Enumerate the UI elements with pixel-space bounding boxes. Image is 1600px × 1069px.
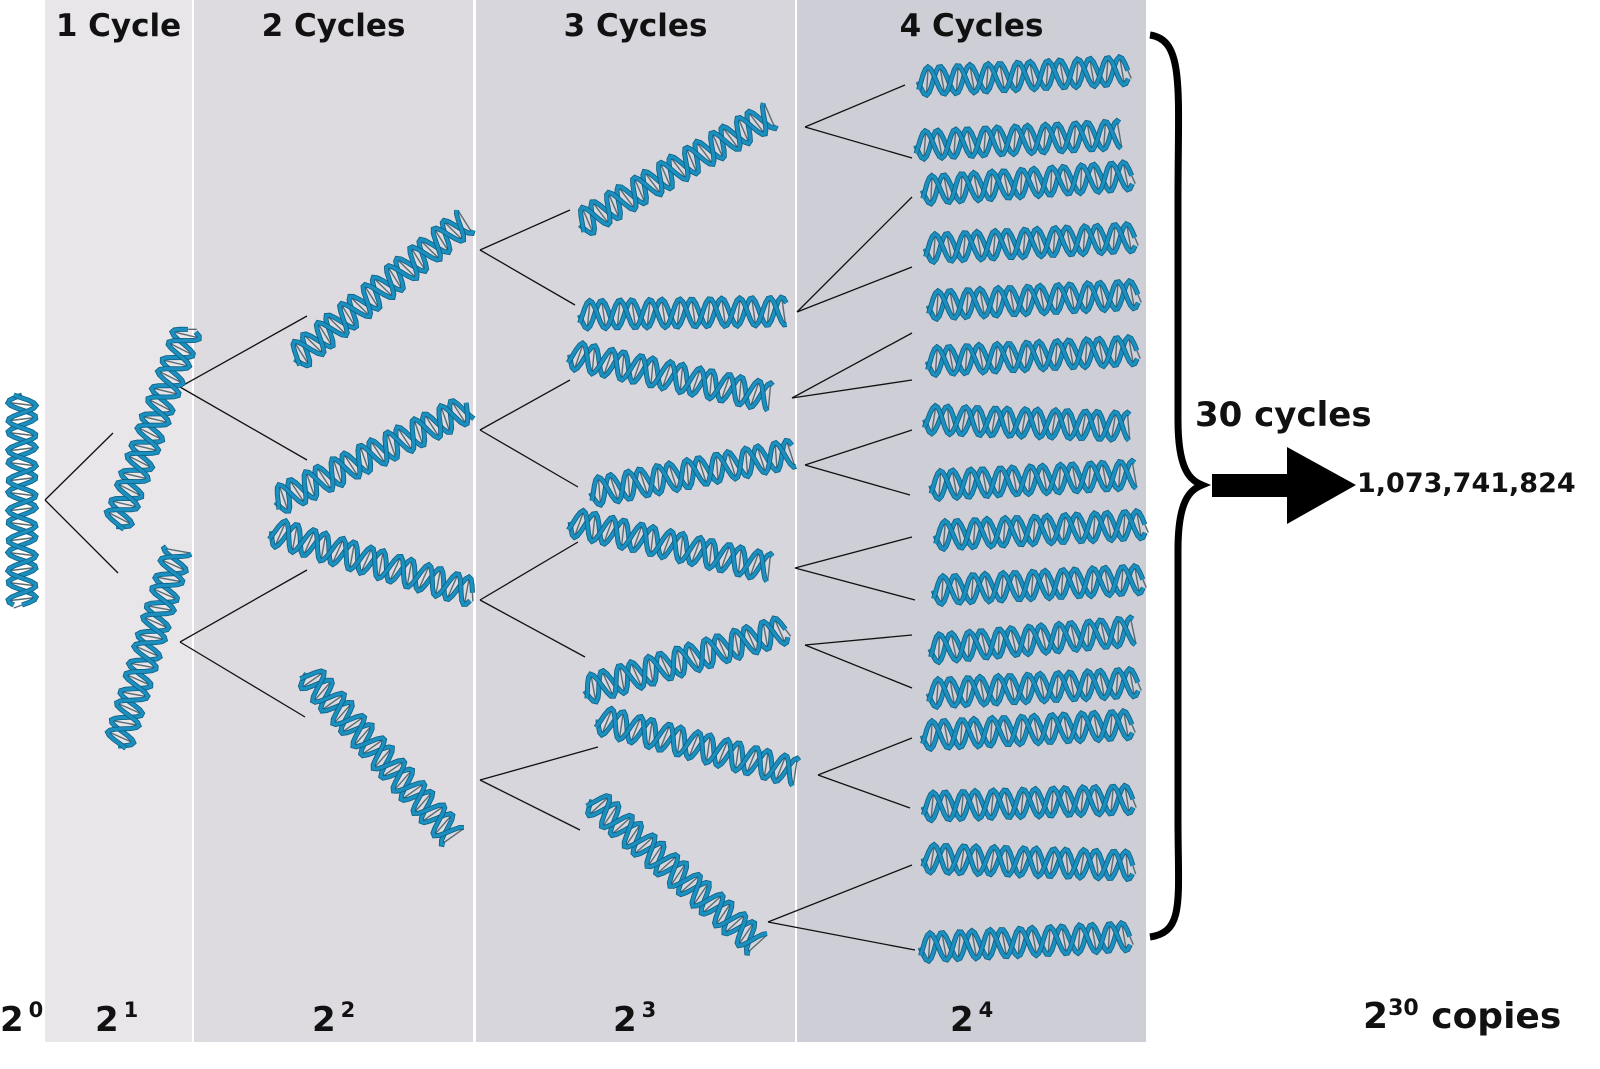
connector-line — [179, 315, 308, 388]
dna-helix — [103, 326, 202, 532]
dna-helix — [577, 294, 789, 332]
connector-line — [479, 249, 576, 306]
dna-helix — [913, 117, 1123, 163]
connector-line — [804, 429, 913, 466]
header-cycle-1: 1 Cycle — [55, 8, 182, 44]
dna-helix — [566, 507, 775, 583]
dna-helix — [917, 919, 1134, 965]
dna-helix — [915, 53, 1132, 99]
connector-line — [791, 379, 913, 399]
connector-line — [817, 737, 913, 776]
dna-helix — [919, 159, 1136, 207]
connector-line — [479, 746, 599, 781]
connector-line — [767, 864, 913, 923]
connector-line — [794, 567, 916, 601]
connector-line — [791, 332, 913, 399]
dna-helix — [4, 392, 40, 609]
dna-helix — [290, 209, 476, 369]
connector-line — [796, 266, 913, 313]
panel-cycle-2 — [194, 0, 473, 1042]
dna-helix — [924, 333, 1141, 379]
dna-helix — [919, 707, 1136, 753]
dna-helix — [928, 457, 1138, 503]
connector-line — [179, 569, 308, 643]
connector-line — [804, 464, 911, 496]
dna-helix — [578, 102, 779, 236]
connector-line — [44, 499, 119, 574]
dna-helix — [920, 782, 1137, 824]
connector-line — [767, 921, 916, 951]
result-count: 1,073,741,824 — [1357, 468, 1576, 499]
connector-line — [479, 779, 581, 831]
connector-line — [796, 196, 913, 313]
dna-helix — [565, 339, 775, 413]
connector-line — [804, 126, 913, 159]
connector-line — [817, 774, 911, 809]
dna-helix — [585, 793, 768, 956]
dna-helix — [920, 841, 1137, 883]
arrow-icon — [1212, 447, 1356, 524]
connector-line — [179, 641, 306, 718]
dna-helix — [588, 437, 797, 509]
connector-line — [804, 84, 906, 128]
dna-helix — [273, 398, 476, 514]
dna-helix — [267, 517, 475, 607]
connector-line — [804, 634, 913, 646]
connector-line — [179, 386, 308, 461]
connector-line — [479, 379, 571, 431]
dna-helix — [925, 665, 1142, 711]
connector-line — [479, 429, 579, 488]
header-cycle-4: 4 Cycles — [899, 8, 1044, 44]
brace — [1149, 31, 1212, 941]
cycles-label: 30 cycles — [1195, 395, 1372, 435]
dna-helix — [922, 220, 1139, 266]
panel-cycle-3 — [476, 0, 795, 1042]
panel-cycle-1 — [45, 0, 192, 1042]
connector-line — [794, 536, 913, 569]
dna-helix — [930, 562, 1147, 608]
connector-line — [479, 541, 579, 601]
copies-label: 230 copies — [1363, 996, 1562, 1037]
dna-helix — [593, 705, 802, 788]
dna-helix — [925, 277, 1142, 323]
header-cycle-3: 3 Cycles — [563, 8, 708, 44]
dna-helix — [927, 614, 1137, 666]
dna-helix — [932, 507, 1149, 553]
header-cycle-2: 2 Cycles — [261, 8, 406, 44]
dna-helix — [297, 668, 464, 848]
dna-helix — [104, 544, 193, 751]
connector-line — [44, 432, 114, 501]
connector-line — [479, 209, 571, 251]
connector-line — [804, 644, 913, 689]
connector-line — [479, 599, 586, 658]
dna-helix — [582, 615, 792, 705]
dna-helix — [921, 402, 1132, 443]
